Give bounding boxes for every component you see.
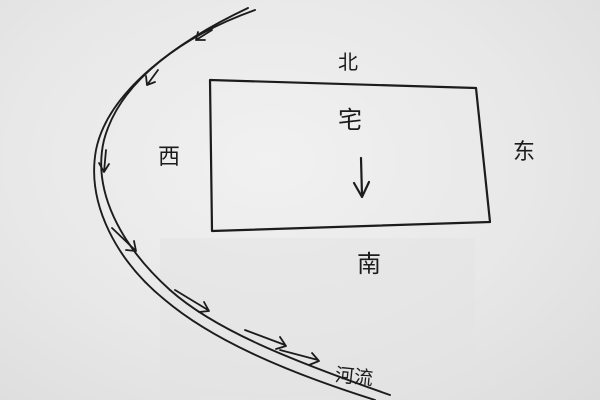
river [93, 7, 391, 400]
flow-arrow [244, 329, 287, 350]
facing-arrow [352, 156, 371, 199]
label-house: 宅 [338, 106, 362, 134]
label-west: 西 [158, 145, 181, 170]
flow-arrow [111, 227, 137, 252]
flow-arrow [98, 149, 110, 173]
background-shadow [160, 238, 475, 398]
flow-arrow [279, 349, 320, 366]
flow-arrow [174, 289, 210, 313]
label-east: 东 [513, 140, 536, 165]
house-rectangle [208, 78, 492, 233]
flow-arrow [195, 29, 213, 41]
label-north: 北 [338, 50, 358, 74]
river-bank-inner [93, 7, 376, 400]
label-south: 南 [357, 250, 381, 278]
flow-arrows [98, 29, 320, 366]
flow-arrow [145, 69, 159, 86]
label-river: 河流 [334, 364, 375, 390]
